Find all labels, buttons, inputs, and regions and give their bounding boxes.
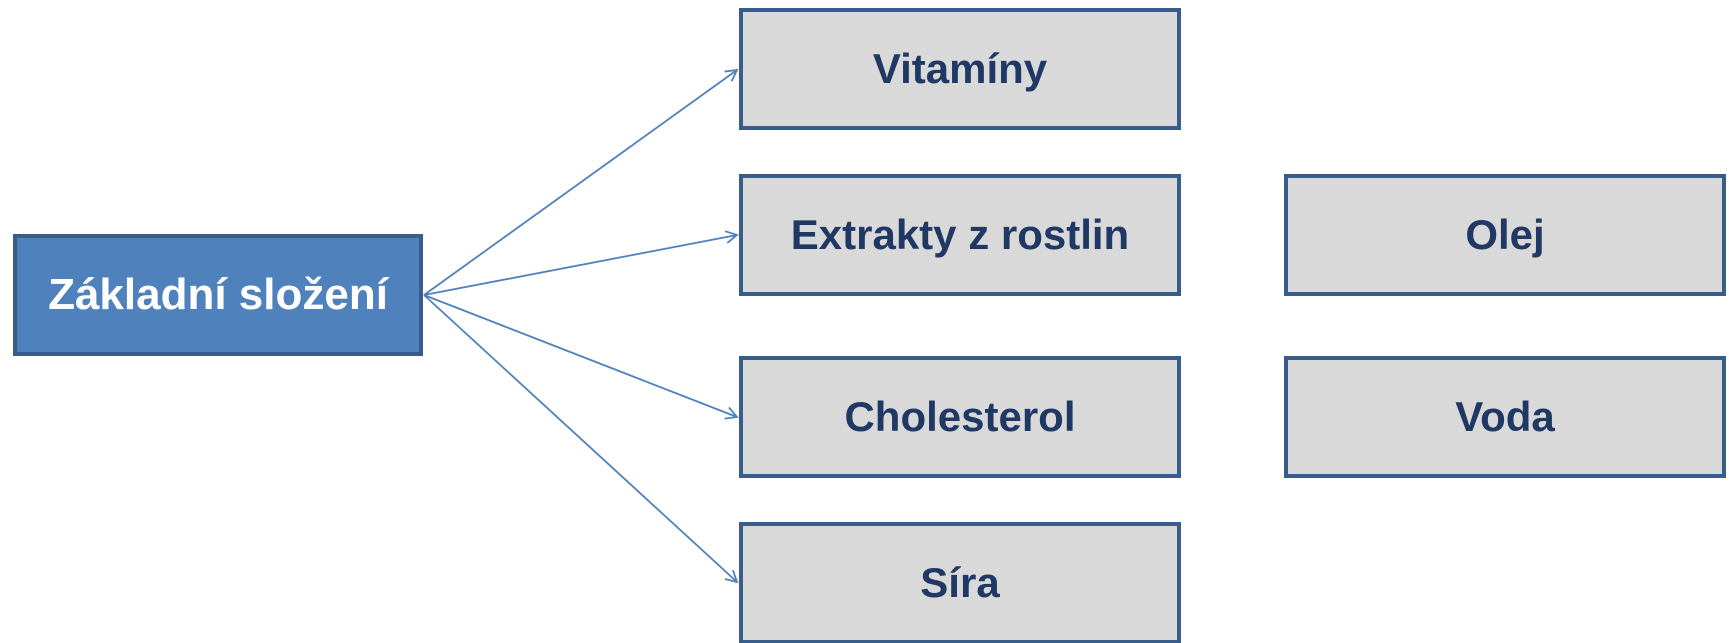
node-label: Extrakty z rostlin	[790, 211, 1130, 258]
arrow-to-vitaminy	[423, 68, 739, 296]
node-extrakty-z-rostlin: Extrakty z rostlin	[739, 174, 1181, 296]
arrow-to-sira	[423, 294, 739, 584]
node-label: Voda	[1455, 393, 1555, 440]
node-olej: Olej	[1284, 174, 1726, 296]
arrow-to-cholesterol	[423, 294, 739, 420]
root-node-zakladni-slozeni: Základní složení	[13, 234, 423, 356]
root-node-label: Základní složení	[48, 270, 388, 319]
node-label: Síra	[920, 559, 1000, 606]
node-vitaminy: Vitamíny	[739, 8, 1181, 130]
node-label: Cholesterol	[844, 393, 1076, 440]
arrow-to-extrakty	[423, 230, 739, 296]
node-label: Olej	[1465, 211, 1545, 258]
node-sira: Síra	[739, 522, 1181, 643]
node-label: Vitamíny	[872, 45, 1048, 92]
node-cholesterol: Cholesterol	[739, 356, 1181, 478]
node-voda: Voda	[1284, 356, 1726, 478]
